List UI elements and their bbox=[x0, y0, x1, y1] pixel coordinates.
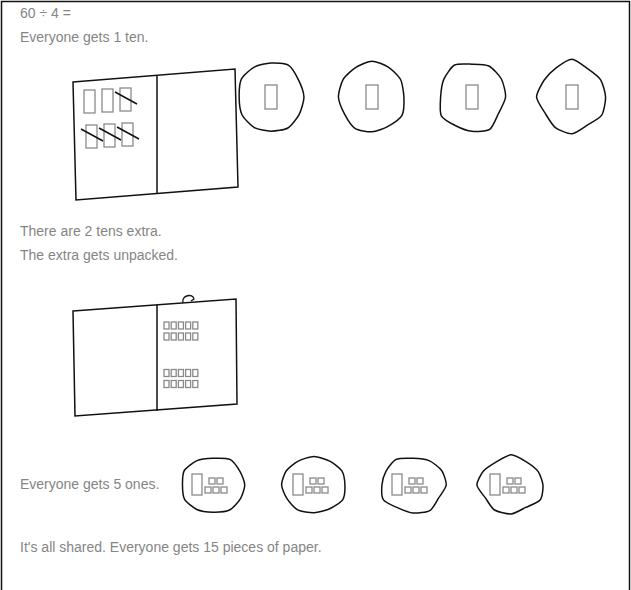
circle-outline bbox=[239, 63, 304, 131]
worksheet-text: Everyone gets 5 ones. bbox=[20, 476, 159, 493]
cross-out-stroke bbox=[115, 92, 137, 104]
sharing-circle bbox=[440, 64, 505, 132]
one-cube bbox=[178, 370, 183, 377]
one-cube bbox=[186, 370, 191, 377]
circle-outline bbox=[477, 455, 543, 514]
cross-out-stroke bbox=[117, 127, 139, 139]
cross-out-stroke bbox=[99, 128, 121, 140]
ten-rod bbox=[265, 85, 277, 109]
one-cube bbox=[318, 478, 324, 484]
ten-rod bbox=[566, 85, 578, 109]
one-cube bbox=[515, 478, 521, 484]
worksheet-text: There are 2 tens extra. bbox=[20, 223, 162, 240]
worksheet-text: Everyone gets 1 ten. bbox=[20, 29, 148, 46]
one-cube bbox=[405, 487, 411, 493]
mat-divider bbox=[156, 305, 158, 411]
sharing-circle bbox=[537, 59, 606, 134]
sharing-circle bbox=[477, 455, 543, 514]
mat-divider bbox=[156, 76, 158, 194]
one-cube bbox=[164, 381, 169, 388]
cross-out-stroke bbox=[81, 129, 103, 141]
ten-rod bbox=[192, 474, 202, 495]
circle-outline bbox=[338, 61, 404, 132]
sharing-circle bbox=[239, 63, 304, 131]
place-value-mat bbox=[73, 296, 237, 416]
one-cube bbox=[503, 487, 509, 493]
one-cube bbox=[507, 478, 513, 484]
one-cube bbox=[205, 487, 211, 493]
one-cube bbox=[193, 381, 198, 388]
one-cube bbox=[164, 370, 169, 377]
ten-rod bbox=[392, 474, 402, 495]
one-cube bbox=[164, 333, 169, 340]
one-cube bbox=[409, 478, 415, 484]
one-cube bbox=[178, 381, 183, 388]
one-cube bbox=[193, 370, 198, 377]
ten-rod bbox=[466, 85, 478, 109]
one-cube bbox=[417, 478, 423, 484]
one-cube bbox=[217, 478, 223, 484]
circle-outline bbox=[537, 59, 606, 134]
one-cube bbox=[193, 322, 198, 329]
one-cube bbox=[314, 487, 320, 493]
worksheet-text: It's all shared. Everyone gets 15 pieces… bbox=[20, 539, 322, 556]
one-cube bbox=[209, 478, 215, 484]
ten-rod bbox=[293, 474, 303, 495]
sharing-circle bbox=[282, 456, 345, 512]
circle-outline bbox=[182, 458, 244, 512]
worksheet-text: The extra gets unpacked. bbox=[20, 247, 178, 264]
mat-outline bbox=[73, 299, 237, 416]
one-cube bbox=[322, 487, 328, 493]
circle-outline bbox=[440, 64, 505, 132]
one-cube bbox=[171, 370, 176, 377]
sharing-circle bbox=[338, 61, 404, 132]
ten-rod bbox=[84, 90, 95, 113]
circle-outline bbox=[382, 458, 446, 513]
one-cube bbox=[221, 487, 227, 493]
ten-rod bbox=[490, 474, 500, 495]
one-cube bbox=[310, 478, 316, 484]
one-cube bbox=[178, 333, 183, 340]
mat-outline bbox=[73, 69, 238, 200]
ten-rod bbox=[102, 89, 113, 112]
one-cube bbox=[178, 322, 183, 329]
circle-outline bbox=[282, 456, 345, 512]
one-cube bbox=[421, 487, 427, 493]
one-cube bbox=[511, 487, 517, 493]
one-cube bbox=[171, 322, 176, 329]
one-cube bbox=[171, 381, 176, 388]
ten-rod bbox=[366, 85, 378, 109]
one-cube bbox=[193, 333, 198, 340]
unpack-arrow bbox=[183, 296, 194, 303]
sharing-circle bbox=[382, 458, 446, 513]
one-cube bbox=[186, 381, 191, 388]
place-value-mat bbox=[73, 69, 238, 200]
one-cube bbox=[171, 333, 176, 340]
one-cube bbox=[186, 333, 191, 340]
one-cube bbox=[306, 487, 312, 493]
one-cube bbox=[519, 487, 525, 493]
one-cube bbox=[164, 322, 169, 329]
one-cube bbox=[213, 487, 219, 493]
one-cube bbox=[413, 487, 419, 493]
worksheet-text: 60 ÷ 4 = bbox=[20, 5, 71, 22]
sharing-circle bbox=[182, 458, 244, 512]
one-cube bbox=[186, 322, 191, 329]
